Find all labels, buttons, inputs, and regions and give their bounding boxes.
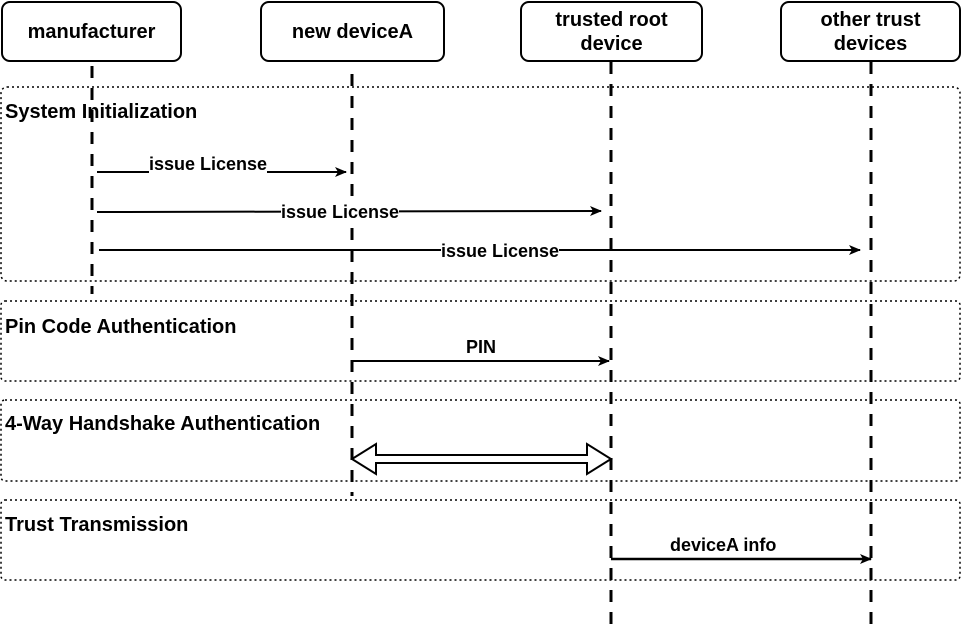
actor-label: manufacturer (27, 20, 156, 43)
actor-other-trust-devices[interactable]: other trust devices (780, 1, 961, 62)
frame-system-initialization (0, 86, 961, 282)
actor-new-devicea[interactable]: new deviceA (260, 1, 445, 62)
frame-label-4-way-handshake: 4-Way Handshake Authentication (5, 413, 321, 435)
handshake-bidirectional-arrow (350, 442, 613, 476)
actor-label: other trust devices (820, 8, 921, 55)
message-label-devicea-info: deviceA info (670, 535, 777, 555)
message-label-3: issue License (441, 241, 560, 261)
frame-label-trust-transmission: Trust Transmission (5, 514, 189, 536)
frame-trust-transmission (0, 499, 961, 581)
actor-label: trusted root device (555, 8, 668, 55)
frame-label-system-initialization: System Initialization (5, 101, 198, 123)
message-label-pin: PIN (466, 337, 497, 357)
message-label-1: issue License (149, 154, 268, 174)
actor-manufacturer[interactable]: manufacturer (1, 1, 182, 62)
frame-4-way-handshake (0, 399, 961, 482)
message-label-2: issue License (281, 202, 400, 222)
actor-trusted-root-device[interactable]: trusted root device (520, 1, 703, 62)
frame-label-pin-code-authentication: Pin Code Authentication (5, 316, 237, 338)
actor-label: new deviceA (291, 20, 414, 43)
frame-pin-code-authentication (0, 300, 961, 382)
